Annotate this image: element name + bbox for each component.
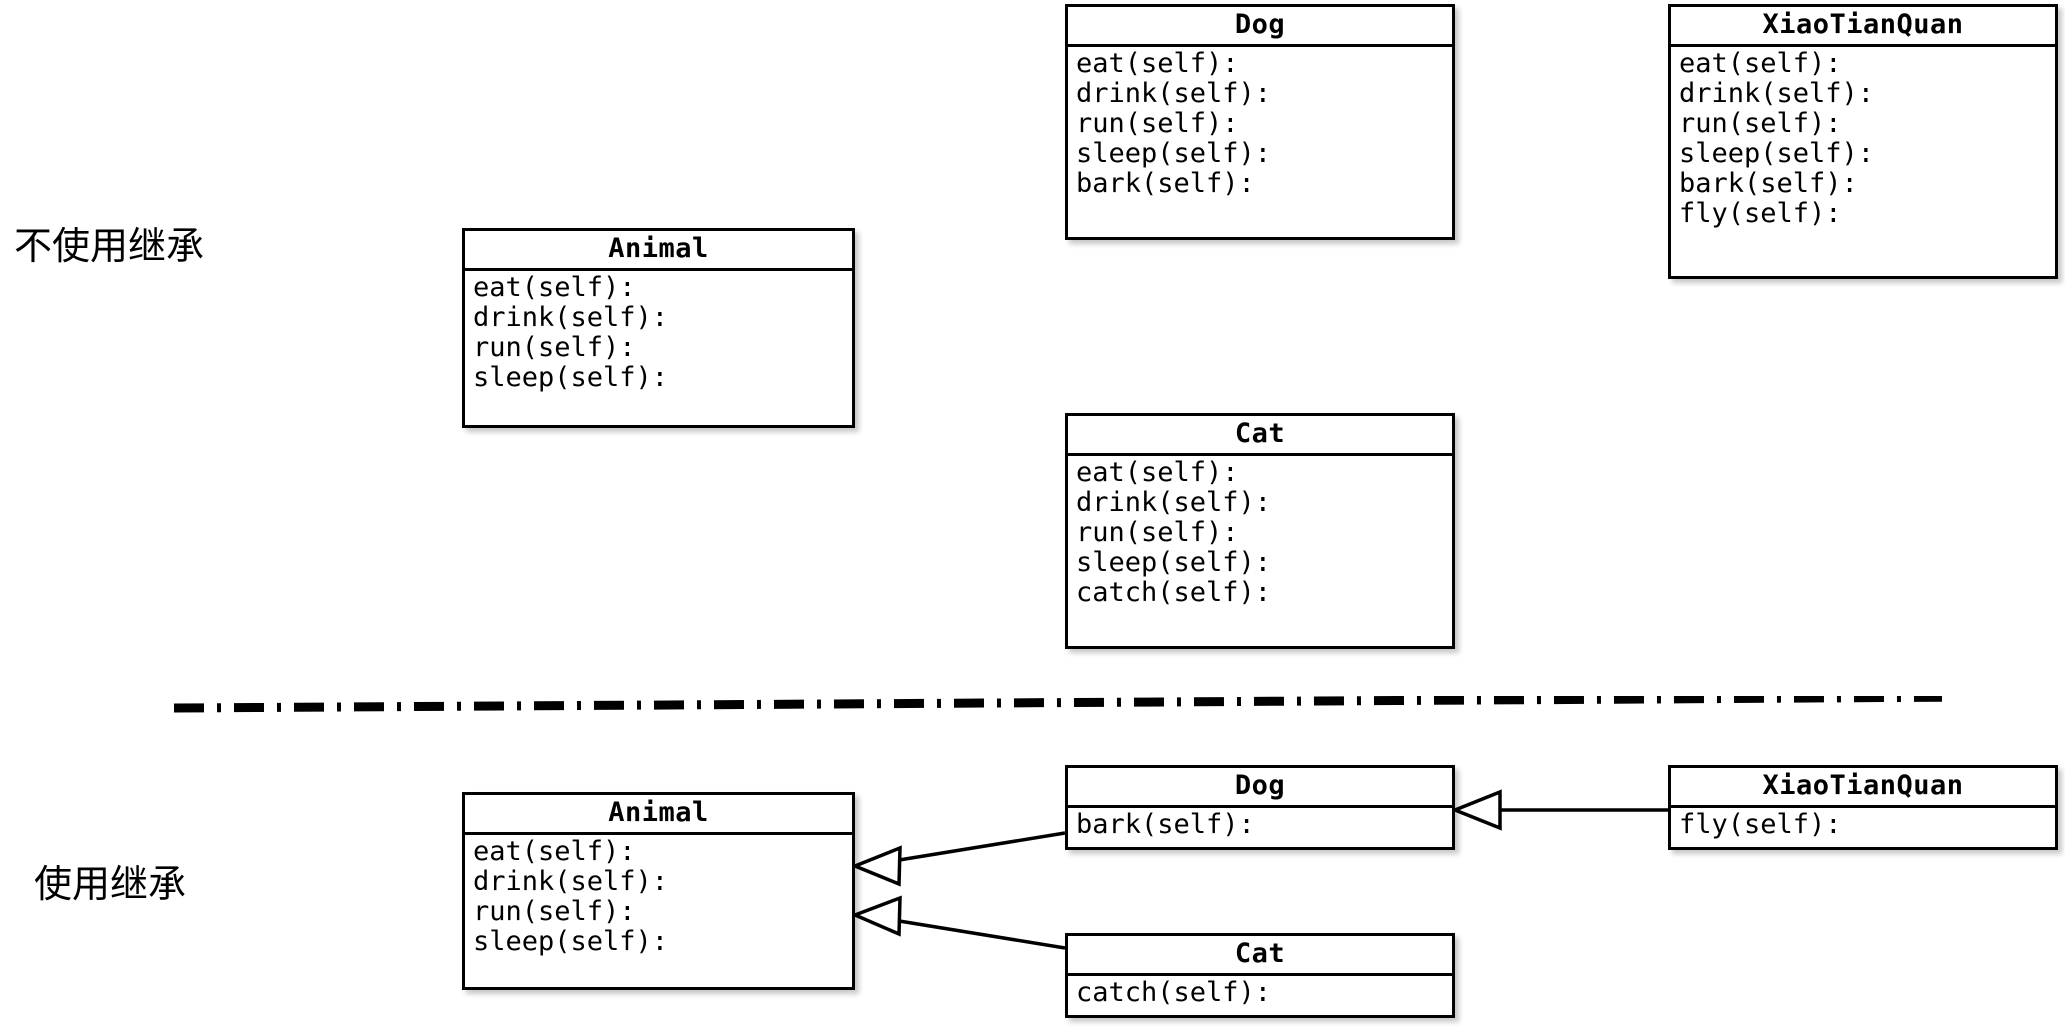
class-name-cat: Cat bbox=[1068, 416, 1452, 456]
class-box-cat-with-inheritance[interactable]: Cat catch(self): bbox=[1065, 933, 1455, 1018]
section-caption-with-inheritance: 使用继承 bbox=[34, 862, 187, 906]
method-list: eat(self): drink(self): run(self): sleep… bbox=[1671, 47, 2055, 233]
class-box-xiaotianquan-with-inheritance[interactable]: XiaoTianQuan fly(self): bbox=[1668, 765, 2058, 850]
class-name-animal: Animal bbox=[465, 795, 852, 835]
arrow-cat-to-animal bbox=[850, 895, 1066, 950]
method-item: run(self): bbox=[1076, 517, 1239, 548]
arrow-dog-to-animal bbox=[850, 831, 1066, 887]
method-item: fly(self): bbox=[1679, 809, 1842, 840]
arrowhead-triangle bbox=[850, 895, 902, 937]
class-box-dog-without-inheritance[interactable]: Dog eat(self): drink(self): run(self): s… bbox=[1065, 4, 1455, 240]
method-item: drink(self): bbox=[1679, 78, 1875, 109]
method-item: bark(self): bbox=[1679, 168, 1858, 199]
arrow-line bbox=[892, 831, 1066, 863]
class-box-cat-without-inheritance[interactable]: Cat eat(self): drink(self): run(self): s… bbox=[1065, 413, 1455, 649]
method-item: sleep(self): bbox=[1679, 138, 1875, 169]
method-item: sleep(self): bbox=[473, 362, 669, 393]
method-item: run(self): bbox=[473, 332, 636, 363]
method-item: drink(self): bbox=[473, 302, 669, 333]
method-item: run(self): bbox=[473, 896, 636, 927]
method-item: bark(self): bbox=[1076, 809, 1255, 840]
divider-line bbox=[173, 696, 1942, 713]
section-divider bbox=[173, 696, 1942, 713]
method-list: catch(self): bbox=[1068, 976, 1452, 1012]
method-list: eat(self): drink(self): run(self): sleep… bbox=[465, 835, 852, 961]
class-name-dog: Dog bbox=[1068, 768, 1452, 808]
arrowhead-triangle bbox=[850, 845, 902, 887]
class-box-animal-without-inheritance[interactable]: Animal eat(self): drink(self): run(self)… bbox=[462, 228, 855, 428]
method-item: sleep(self): bbox=[1076, 138, 1272, 169]
arrowhead-triangle bbox=[1450, 789, 1502, 831]
class-box-dog-with-inheritance[interactable]: Dog bark(self): bbox=[1065, 765, 1455, 850]
method-item: drink(self): bbox=[473, 866, 669, 897]
method-item: sleep(self): bbox=[473, 926, 669, 957]
method-list: eat(self): drink(self): run(self): sleep… bbox=[1068, 456, 1452, 612]
method-item: eat(self): bbox=[473, 272, 636, 303]
method-list: fly(self): bbox=[1671, 808, 2055, 844]
class-box-animal-with-inheritance[interactable]: Animal eat(self): drink(self): run(self)… bbox=[462, 792, 855, 990]
method-item: eat(self): bbox=[473, 836, 636, 867]
method-item: run(self): bbox=[1679, 108, 1842, 139]
class-name-cat: Cat bbox=[1068, 936, 1452, 976]
method-item: drink(self): bbox=[1076, 487, 1272, 518]
method-item: eat(self): bbox=[1076, 48, 1239, 79]
arrow-line bbox=[892, 918, 1066, 950]
method-item: fly(self): bbox=[1679, 198, 1842, 229]
method-list: eat(self): drink(self): run(self): sleep… bbox=[1068, 47, 1452, 203]
method-item: bark(self): bbox=[1076, 168, 1255, 199]
class-name-xiaotianquan: XiaoTianQuan bbox=[1671, 7, 2055, 47]
method-list: eat(self): drink(self): run(self): sleep… bbox=[465, 271, 852, 397]
arrow-xiaotianquan-to-dog bbox=[1450, 789, 1668, 831]
method-item: run(self): bbox=[1076, 108, 1239, 139]
class-box-xiaotianquan-without-inheritance[interactable]: XiaoTianQuan eat(self): drink(self): run… bbox=[1668, 4, 2058, 279]
method-list: bark(self): bbox=[1068, 808, 1452, 844]
method-item: eat(self): bbox=[1679, 48, 1842, 79]
method-item: catch(self): bbox=[1076, 577, 1272, 608]
method-item: catch(self): bbox=[1076, 977, 1272, 1008]
method-item: eat(self): bbox=[1076, 457, 1239, 488]
method-item: sleep(self): bbox=[1076, 547, 1272, 578]
class-name-dog: Dog bbox=[1068, 7, 1452, 47]
section-caption-without-inheritance: 不使用继承 bbox=[14, 224, 205, 268]
class-name-xiaotianquan: XiaoTianQuan bbox=[1671, 768, 2055, 808]
method-item: drink(self): bbox=[1076, 78, 1272, 109]
class-name-animal: Animal bbox=[465, 231, 852, 271]
